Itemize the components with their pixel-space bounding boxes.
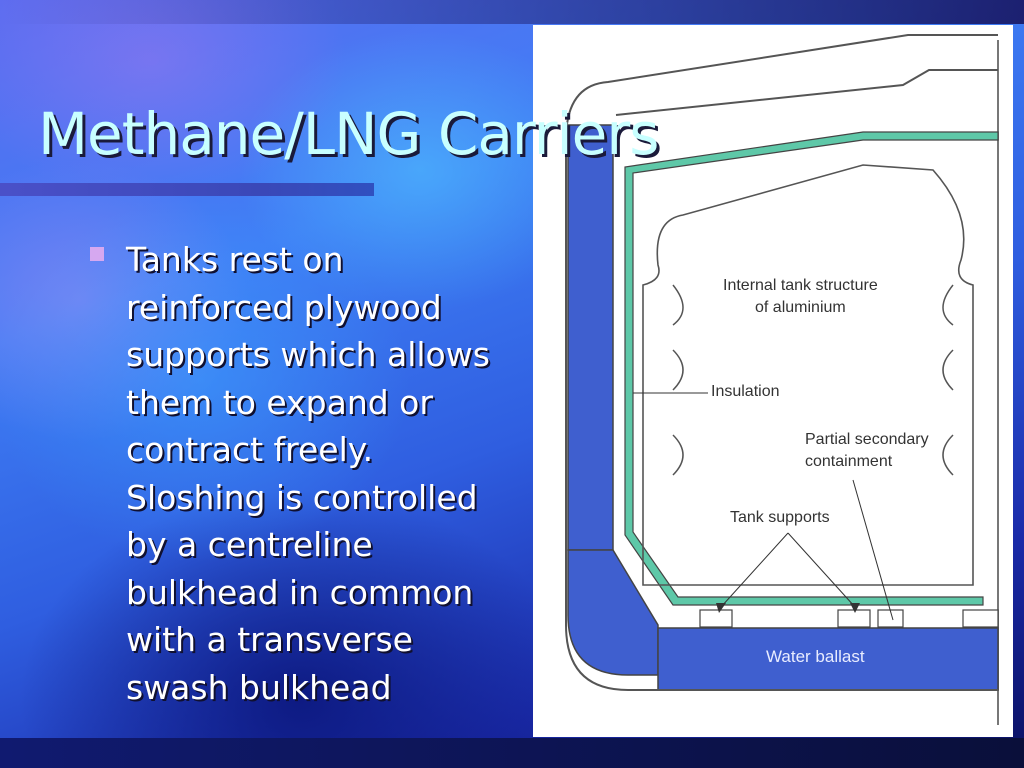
label-tank-supports: Tank supports	[730, 509, 830, 526]
lng-tank-cross-section-diagram: Internal tank structure of aluminium Ins…	[533, 25, 1013, 737]
label-water-ballast: Water ballast	[766, 647, 865, 666]
slide-title: Methane/LNG Carriers	[38, 100, 659, 168]
tank-diagram-svg	[565, 34, 999, 725]
bullet-list: Tanks rest on reinforced plywood support…	[88, 236, 528, 711]
title-underline-bar	[0, 183, 374, 196]
bottom-gradient-strip	[0, 738, 1024, 768]
square-bullet-icon	[90, 247, 104, 261]
bullet-text: Tanks rest on reinforced plywood support…	[126, 240, 490, 707]
top-gradient-strip	[0, 0, 1024, 24]
label-insulation: Insulation	[711, 383, 780, 400]
label-partial-secondary-containment: Partial secondary containment	[805, 431, 929, 470]
label-internal-tank-structure: Internal tank structure of aluminium	[723, 277, 878, 316]
